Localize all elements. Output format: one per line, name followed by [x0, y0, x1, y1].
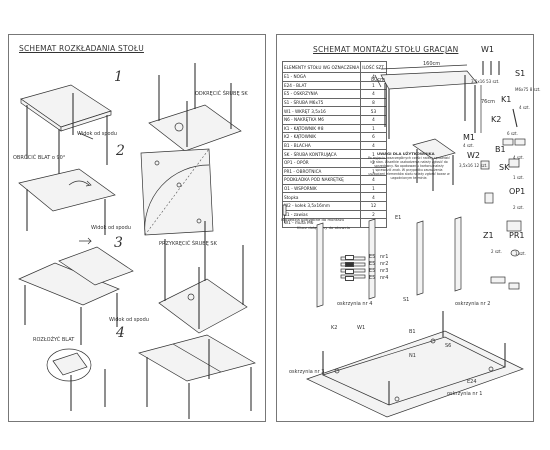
label-rail-1: oskrzynia nr 1 — [447, 391, 483, 397]
step-number-1: 1 — [114, 69, 123, 85]
legend-code-s1: S1 — [515, 69, 526, 78]
legs-drawing — [316, 216, 462, 308]
dim-width: 80cm — [371, 77, 385, 83]
label-rail-3: oskrzynia nr 3 — [289, 369, 325, 375]
rail-label-4: nr4 — [380, 275, 389, 281]
legend-qty-b1: 4 szt. — [513, 155, 524, 160]
dim-length: 160cm — [423, 61, 441, 67]
legend-qty-w1: 3,5x16 53 szt. — [471, 79, 500, 84]
legend-qty-w2: 3,5x16 12 szt. — [459, 163, 488, 168]
legend-code-k2: K2 — [491, 115, 502, 124]
label-k2: K2 — [331, 325, 338, 331]
parts-legend-icons — [480, 61, 526, 290]
rail-marker-1 — [345, 255, 354, 260]
folded-table-drawing — [412, 138, 456, 191]
legend-qty-sk: 1 szt. — [513, 175, 524, 180]
label-loosen-screw: ODKRĘCIĆ ŚRUBĘ SK — [195, 91, 248, 97]
rail-code-2: E5 — [369, 261, 376, 267]
legend-code-m1: M1 — [463, 133, 475, 142]
step3-extending — [18, 237, 134, 345]
label-rail-4: oskrzynia nr 4 — [337, 301, 373, 307]
rail-code-1: E5 — [369, 254, 376, 260]
legend-code-op1: OP1 — [509, 187, 526, 196]
label-e24: E24 — [467, 379, 477, 385]
step4-extended-table — [138, 334, 256, 419]
parts-header-qty: ILOŚĆ SZT. — [360, 61, 387, 73]
dimension-table-drawing — [374, 64, 482, 139]
label-rail-2: oskrzynia nr 2 — [455, 301, 491, 307]
label-tighten-screw: PRZYKRĘCIĆ ŚRUBĘ SK — [159, 241, 217, 247]
step1-bottom-view — [78, 63, 242, 152]
label-extend-top: ROZŁOŻYĆ BLAT — [33, 337, 75, 343]
assembly-illustrations — [282, 61, 526, 418]
key-note: Klucz dołączony do okuwcia — [297, 225, 350, 230]
legend-qty-s1: M6x75 8 szt. — [515, 87, 541, 92]
parts-table: ELEMENTY STOŁU WG OZNACZENIA ILOŚĆ SZT. … — [281, 61, 387, 228]
step4-detail — [46, 348, 106, 411]
step3-bottom-view — [158, 221, 248, 334]
label-view-bottom-2: Widok od spodu — [91, 225, 131, 231]
legend-qty-k2: 6 szt. — [507, 131, 518, 136]
step2-rotation-diagram — [140, 148, 214, 236]
warning-title: UWAGI DLA UŻYTKOWNIKA — [377, 151, 435, 156]
rail-label-2: nr2 — [380, 261, 389, 267]
legend-qty-pr1: 1 szt. — [515, 251, 526, 256]
label-n1: N1 — [409, 353, 416, 359]
rail-code-3: E5 — [369, 268, 376, 274]
legend-code-w2: W2 — [467, 151, 480, 160]
legend-qty-op1: 2 szt. — [513, 205, 524, 210]
assembled-frame-drawing — [306, 311, 524, 418]
label-s1: S1 — [403, 297, 410, 303]
legend-code-b1: B1 — [495, 145, 506, 154]
rail-code-4: E5 — [369, 275, 376, 281]
rail-marker-3 — [345, 269, 354, 274]
label-s6: S6 — [445, 343, 452, 349]
screwdriver-icon — [282, 204, 287, 223]
legend-code-pr1: PR1 — [509, 231, 525, 240]
legend-code-z1: Z1 — [483, 231, 494, 240]
assembly-instructions-sheet: SCHEMAT MONTAŻU STOŁU GRACJAN ELEMENTY S… — [276, 34, 541, 422]
label-e1: E1 — [395, 215, 402, 221]
step2-rotate-top — [18, 168, 116, 235]
unfolding-illustrations — [18, 63, 256, 419]
label-view-bottom-1: Widok od spodu — [77, 131, 117, 137]
label-w1: W1 — [357, 325, 366, 331]
label-b1: B1 — [409, 329, 416, 335]
step-number-4: 4 — [116, 325, 125, 341]
parts-header-name: ELEMENTY STOŁU WG OZNACZENIA — [281, 61, 362, 73]
warning-text: Po wyjęciu poszczególnych części należy … — [367, 156, 450, 180]
dim-height: 76cm — [481, 99, 495, 105]
right-sheet-title: SCHEMAT MONTAŻU STOŁU GRACJAN — [313, 45, 459, 54]
label-view-bottom-3: Widok od spodu — [109, 317, 149, 323]
tool-note: Narzędzia potrzebne do montażu — [281, 217, 345, 222]
legend-code-sk: SK — [499, 163, 510, 172]
unfolding-instructions-sheet: SCHEMAT ROZKŁADANIA STOŁU — [8, 34, 266, 422]
rail-label-3: nr3 — [380, 268, 389, 274]
step1-folded-table — [20, 84, 112, 175]
legend-qty-k1: 4 szt. — [519, 105, 530, 110]
legend-qty-m1: 4 szt. — [463, 143, 474, 148]
rail-label-1: nr1 — [380, 254, 389, 260]
legend-qty-z1: 2 szt. — [491, 249, 502, 254]
step-number-2: 2 — [116, 143, 125, 159]
legend-code-k1: K1 — [501, 95, 512, 104]
rail-marker-2 — [345, 262, 354, 267]
parts-table-header: ELEMENTY STOŁU WG OZNACZENIA ILOŚĆ SZT. — [281, 61, 387, 73]
rails-drawing — [340, 256, 366, 279]
label-rotate-top: OBRÓCIĆ BLAT o 90° — [13, 155, 66, 161]
step-number-3: 3 — [114, 235, 123, 251]
legend-code-w1: W1 — [481, 45, 494, 54]
left-sheet-title: SCHEMAT ROZKŁADANIA STOŁU — [19, 44, 144, 53]
rail-marker-4 — [345, 276, 354, 281]
